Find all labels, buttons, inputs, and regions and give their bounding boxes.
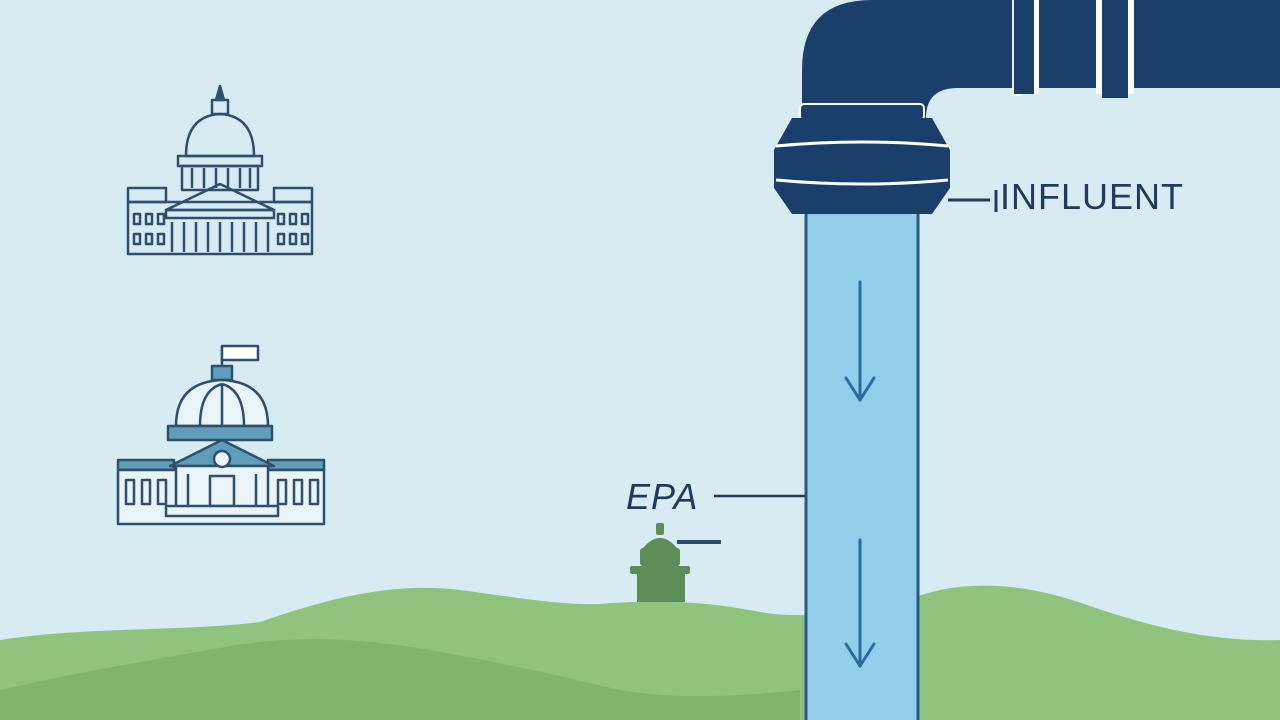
capitol-building-icon [116,344,326,526]
arrow-down-icon [844,280,876,402]
water-pipe-icon [774,0,1280,214]
capitol-building-icon [126,84,314,256]
dome-silhouette-icon [630,523,721,602]
hills [0,585,1280,720]
water-column [804,204,920,720]
arrow-down-icon [844,538,876,668]
epa-label: EPA [626,476,699,517]
influent-label: INFLUENT [1000,176,1185,217]
